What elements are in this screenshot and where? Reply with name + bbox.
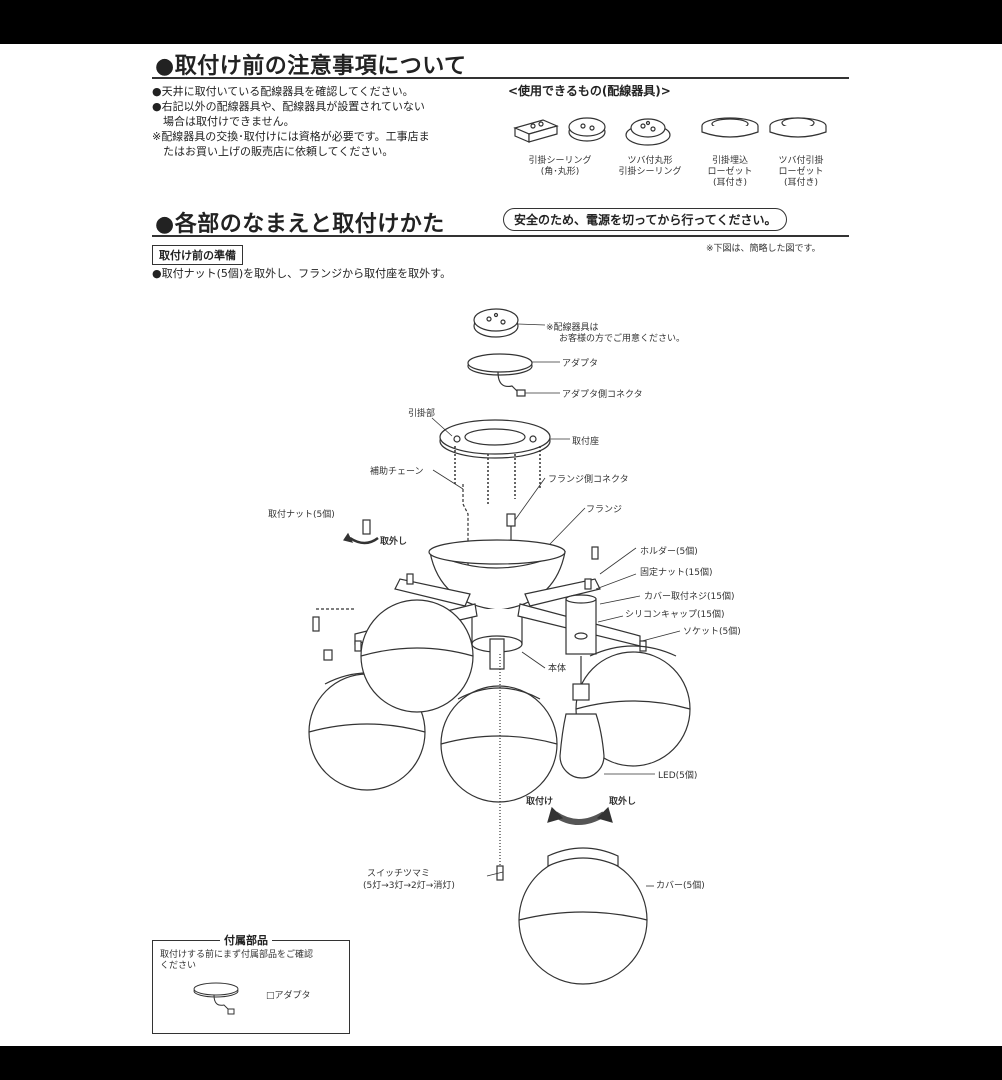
flanged-round-ceiling-icon: [625, 118, 671, 146]
note-line: ●天井に取付いている配線器具を確認してください。: [152, 85, 414, 98]
wiring-devices-illustration: [513, 117, 827, 146]
label-detach: 取外し: [609, 797, 637, 807]
exploded-diagram: [308, 308, 691, 985]
globe-right: [575, 645, 691, 767]
label-switch: スイッチツマミ: [367, 869, 431, 879]
threaded-rods: [454, 446, 541, 504]
accessories-text: 取付けする前にまず付属部品をご確認ください: [160, 950, 314, 971]
note-line: たはお買い上げの販売店に依頼してください。: [152, 145, 394, 158]
label-mount-nut: 取付ナット(5個): [268, 510, 335, 520]
accessory-item-adapter: □アダプタ: [266, 991, 311, 1001]
label-aux-chain: 補助チェーン: [370, 467, 424, 477]
label-mount-base: 取付座: [572, 437, 600, 447]
abbrev-note: ※下図は、簡略した図です。: [706, 244, 821, 254]
flanged-rosette-icon: [769, 117, 827, 138]
wiring-note-2: お客様の方でご用意ください。: [559, 334, 686, 344]
wiring-note-1: ※配線器具は: [546, 323, 599, 333]
body-icon: [471, 609, 523, 653]
label-led: LED(5個): [658, 771, 698, 781]
label-socket: ソケット(5個): [683, 627, 741, 637]
prep-text: ●取付ナット(5個)を取外し、フランジから取付座を取外す。: [152, 267, 452, 280]
label-cover-screw: カバー取付ネジ(15個): [644, 592, 735, 602]
label-fix-nut: 固定ナット(15個): [640, 568, 713, 578]
leader-lines: [431, 323, 681, 887]
safety-note: 安全のため、電源を切ってから行ってください。: [503, 208, 788, 231]
accessories-title: 付属部品: [220, 932, 272, 948]
device-label: 引掛埋込ローゼット(耳付き): [707, 156, 753, 188]
device-label: ツバ付引掛ローゼット(耳付き): [778, 156, 824, 188]
flange-connector-icon: [506, 513, 516, 527]
label-adapter-connector: アダプタ側コネクタ: [562, 390, 643, 400]
device-label: ツバ付丸形引掛シーリング: [618, 156, 682, 177]
embedded-rosette-icon: [701, 117, 759, 138]
wiring-device-icon: [473, 308, 519, 338]
label-attach: 取付け: [526, 797, 554, 807]
section1-notes: ●天井に取付いている配線器具を確認してください。 ●右記以外の配線器具や、配線器…: [152, 84, 497, 159]
instruction-sheet: ●取付け前の注意事項について ●天井に取付いている配線器具を確認してください。 …: [0, 44, 1002, 1046]
usable-devices-title: <使用できるもの(配線器具)>: [508, 84, 671, 98]
socket-icon: [565, 594, 597, 655]
label-remove: 取外し: [380, 537, 408, 547]
note-line: 場合は取付けできません。: [152, 115, 295, 128]
adapter-accessory-icon: [193, 982, 239, 1015]
label-flange-connector: フランジ側コネクタ: [548, 475, 629, 485]
label-hook: 引掛部: [408, 409, 436, 419]
section2-rule: [152, 235, 849, 237]
label-flange: フランジ: [586, 505, 623, 515]
adapter-icon: [467, 353, 533, 397]
note-line: ●右記以外の配線器具や、配線器具が設置されていない: [152, 100, 425, 113]
square-ceiling-icon: [513, 119, 559, 143]
round-ceiling-icon: [568, 117, 606, 142]
section1-title: ●取付け前の注意事項について: [155, 54, 467, 79]
globe-left-front: [360, 599, 474, 713]
mount-base-icon: [439, 419, 551, 459]
mount-nut-icon: [362, 519, 371, 535]
cover-globe-icon: [518, 847, 648, 985]
section2-title: ●各部のなまえと取付けかた: [155, 212, 445, 237]
section1-rule: [152, 77, 849, 79]
label-holder: ホルダー(5個): [640, 547, 698, 557]
rotate-arrows: [547, 806, 613, 825]
led-bulb-icon: [559, 656, 605, 779]
label-switch-steps: (5灯→3灯→2灯→消灯): [363, 881, 455, 891]
device-label: 引掛シーリング(角･丸形): [528, 156, 592, 177]
prep-label: 取付け前の準備: [152, 245, 243, 265]
label-silicone-cap: シリコンキャップ(15個): [625, 610, 725, 620]
label-body: 本体: [548, 664, 567, 674]
globe-center: [440, 685, 558, 803]
label-cover: カバー(5個): [656, 881, 705, 891]
note-line: ※配線器具の交換･取付けには資格が必要です。工事店ま: [152, 130, 430, 143]
label-adapter: アダプタ: [562, 359, 599, 369]
